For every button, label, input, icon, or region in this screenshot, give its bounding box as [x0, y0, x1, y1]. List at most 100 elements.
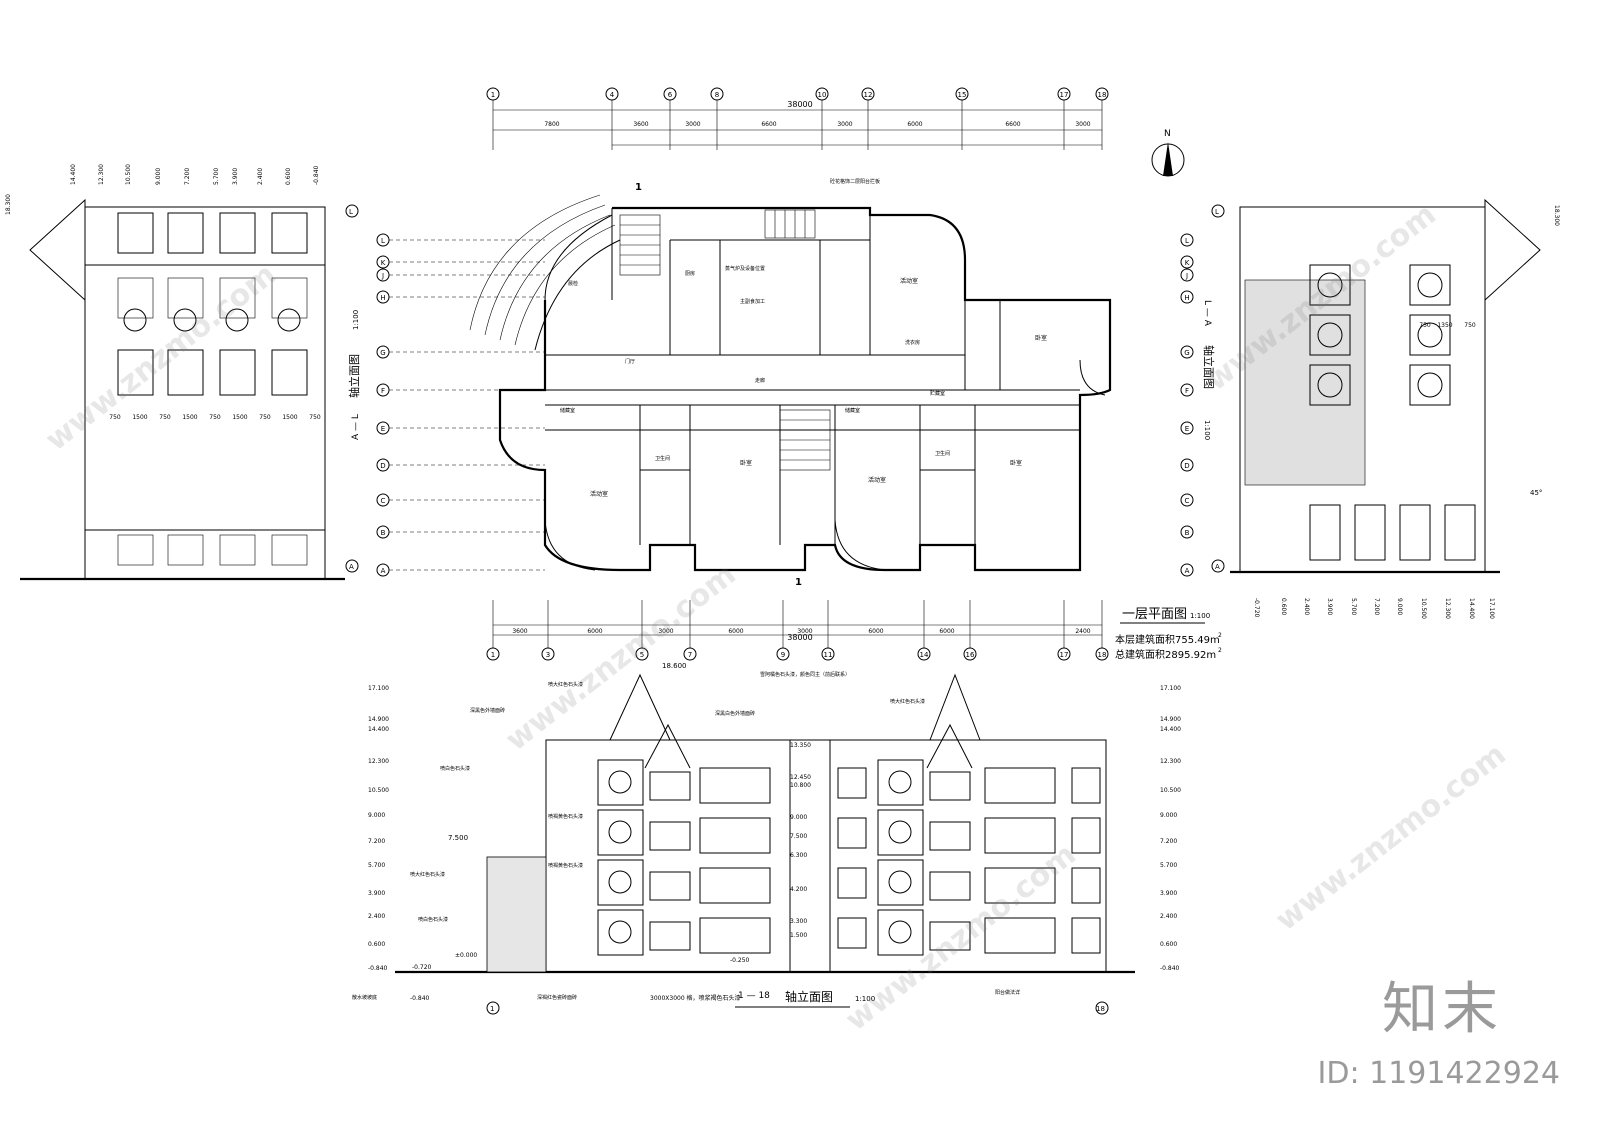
left-elev-title-block: A — L 轴立面图 1:100	[347, 310, 361, 440]
elev-level: 0.600	[368, 941, 385, 948]
elev-level: 6.300	[790, 852, 807, 859]
dim-label: 6000	[939, 628, 954, 635]
elev-window	[117, 277, 154, 319]
elev-round-window	[1417, 272, 1443, 298]
dim-label: 3000	[658, 628, 673, 635]
axis-label: 9	[781, 651, 785, 659]
elev-round-window	[225, 308, 249, 332]
elev-window	[1309, 264, 1351, 306]
plan-scale: 1:100	[1190, 612, 1210, 620]
axis-bubble	[1180, 421, 1194, 435]
elev-level: 7.500	[790, 833, 807, 840]
elev-window	[219, 349, 256, 396]
entrance-arc-2	[484, 204, 606, 336]
elev-level: 7.200	[1373, 598, 1380, 615]
elev-level: -0.720	[1253, 598, 1260, 618]
elev-level: 14.400	[1160, 726, 1181, 733]
right-elev-title-block: L — A 轴立面图 1:100	[1202, 300, 1216, 440]
dim-label: 750	[159, 414, 171, 421]
elev-window	[1409, 264, 1451, 306]
elev-level: 9.000	[155, 168, 162, 185]
elev-callout: 喷大红色石头漆	[548, 681, 583, 688]
elev-level: 12.450	[790, 774, 811, 781]
dim-label: 7800	[544, 121, 559, 128]
elev-level: 17.100	[368, 685, 389, 692]
plan-area-sup: 2	[1218, 632, 1222, 639]
elev-level: 10.500	[368, 787, 389, 794]
elev-window	[837, 867, 867, 899]
axis-label: C	[381, 497, 386, 505]
axis-label: L	[381, 237, 385, 245]
elev-level: 2.400	[368, 913, 385, 920]
elev-window	[117, 349, 154, 396]
plan-wall-curve	[544, 214, 613, 301]
elev-level: 10.500	[1420, 598, 1427, 619]
axis-label: 6	[668, 91, 673, 99]
dim-label: 3600	[512, 628, 527, 635]
dim-label: 750	[109, 414, 121, 421]
elev-level: 17.100	[1160, 685, 1181, 692]
elev-round-window	[1317, 372, 1343, 398]
elev-window	[984, 767, 1056, 804]
elev-level: 3.900	[1160, 890, 1177, 897]
axis-bubble	[1180, 345, 1194, 359]
elev-frame	[597, 809, 644, 856]
plan-round-corner-2	[834, 519, 886, 571]
section-mark: 1	[635, 182, 642, 193]
elev-callout: 喷大红色石头漆	[890, 698, 925, 705]
elev-callout: 深黑白色外墙面砖	[715, 710, 755, 717]
elev-level: 2.400	[1160, 913, 1177, 920]
dim-label: 1500	[182, 414, 197, 421]
room-label: 活动室	[590, 490, 608, 498]
elev-level: 0.600	[285, 168, 292, 185]
elev-window	[837, 817, 867, 849]
left-elev-toplevel: 18.300	[5, 194, 12, 215]
watermark-id: ID: 1191422924	[1317, 1056, 1560, 1091]
elev-balcony	[649, 771, 691, 801]
section-mark: 1	[795, 577, 802, 588]
axis-label: C	[1185, 497, 1190, 505]
axis-label: 15	[958, 91, 967, 99]
overall-dim-top: 38000	[787, 100, 812, 109]
north-label: N	[1164, 129, 1171, 139]
axis-label: B	[381, 529, 386, 537]
dim-label: 3000	[1075, 121, 1090, 128]
front-elev-ground: -0.250	[730, 957, 750, 964]
front-elev-ground: -0.840	[410, 995, 430, 1002]
room-label: 储藏室	[560, 407, 575, 414]
elev-round-window	[608, 920, 632, 944]
elev-window	[1309, 314, 1351, 356]
axis-bubble	[1180, 563, 1194, 577]
dim-label: 6000	[587, 628, 602, 635]
elev-window	[984, 817, 1056, 854]
elev-round-window	[1417, 322, 1443, 348]
elev-level: 0.600	[1280, 598, 1287, 615]
axis-label: D	[380, 462, 385, 470]
front-elev-stair-level: 7.500	[448, 834, 468, 842]
room-label: 活动室	[868, 476, 886, 484]
elev-callout: 喷褐黄色石头漆	[548, 813, 583, 820]
plan-stairs	[619, 209, 831, 471]
elev-frame	[597, 909, 644, 956]
axis-label: F	[381, 387, 385, 395]
elev-level: 3.900	[1326, 598, 1333, 615]
elev-level: 5.700	[1350, 598, 1357, 615]
dim-label: 6600	[1005, 121, 1020, 128]
axis-bubble	[1180, 268, 1194, 282]
elev-round-window	[1317, 322, 1343, 348]
elev-level: 14.900	[1160, 716, 1181, 723]
elev-level: 12.300	[368, 758, 389, 765]
elev-round-window	[608, 770, 632, 794]
elev-frame	[877, 859, 924, 906]
elev-window	[271, 277, 308, 319]
elev-level: 7.200	[1160, 838, 1177, 845]
elev-level: 14.900	[368, 716, 389, 723]
axis-label: A	[1185, 567, 1190, 575]
room-label: 厨房	[685, 270, 695, 277]
elev-window	[1309, 504, 1341, 561]
axis-label: H	[380, 294, 385, 302]
front-elev-title-block: 1 — 18 轴立面图 1:100	[735, 989, 875, 1008]
